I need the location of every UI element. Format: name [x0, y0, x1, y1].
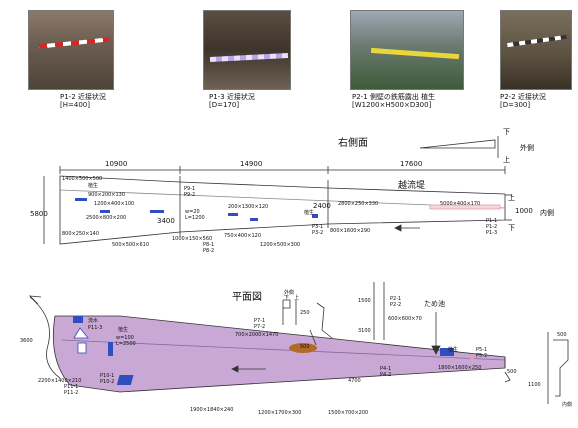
side-down-right: 下 — [508, 224, 515, 232]
plan-view: 平面図 流水 — [20, 282, 574, 416]
damage-mark-blue — [440, 348, 454, 356]
flow-triangle — [73, 327, 89, 339]
damage-mark-pink — [470, 356, 474, 360]
side-inside-label: 内側 — [540, 208, 554, 217]
side-outside-label: 外側 — [520, 143, 534, 152]
photo-caption-3: P2-1 側壁の鉄筋露出 植生[W1200×H500×D300] — [352, 93, 436, 109]
side-down-label: 下 — [503, 128, 510, 136]
photo-p1-3 — [203, 10, 291, 90]
dim-17600: 17600 — [400, 160, 422, 168]
height-5800: 5800 — [30, 210, 48, 218]
photo-p2-1 — [350, 10, 464, 90]
side-up-right: 上 — [508, 193, 515, 202]
damage-mark-blue — [100, 210, 110, 213]
damage-mark-blue — [150, 210, 164, 213]
pond-label: ため池 — [424, 299, 445, 308]
side-view-title: 右側面 — [338, 136, 368, 149]
height-3400: 3400 — [157, 217, 175, 225]
height-2400: 2400 — [313, 202, 331, 210]
photo-caption-1: P1-2 近接状況[H=400] — [60, 93, 106, 109]
plan-view-title: 平面図 — [232, 291, 262, 303]
photo-p2-2 — [500, 10, 572, 90]
damage-mark-blue — [75, 198, 87, 201]
damage-mark-brown — [289, 343, 317, 353]
height-1000: 1000 — [515, 207, 533, 215]
damage-mark-blue — [312, 214, 318, 218]
damage-mark-blue — [116, 375, 134, 385]
side-up-label: 上 — [503, 155, 510, 164]
photo-caption-2: P1-3 近接状況[D=170] — [209, 93, 255, 109]
damage-mark-pink — [429, 204, 501, 210]
dim-10900: 10900 — [105, 160, 127, 168]
svg-text:流水 P11-3 植生: 流水 P11-3 植生 w=100 L=2500 P10-1 P10-2 220… — [20, 289, 574, 416]
damage-mark-white — [77, 342, 87, 354]
channel-label: 越流堤 — [398, 179, 425, 191]
damage-mark-blue — [73, 316, 83, 323]
photo-caption-4: P2-2 近接状況[D=300] — [500, 93, 546, 109]
side-view: 右側面 下 外側 上 10900 14900 17600 5800 3400 2… — [30, 128, 554, 254]
damage-mark-blue — [228, 213, 238, 216]
damage-mark-blue — [250, 218, 258, 221]
svg-text:1400×500×500 植生 90: 1400×500×500 植生 900×200×130 1200×400×100… — [62, 176, 499, 254]
damage-mark-blue — [108, 342, 113, 356]
dim-14900: 14900 — [240, 160, 262, 168]
photo-p1-2 — [28, 10, 114, 90]
